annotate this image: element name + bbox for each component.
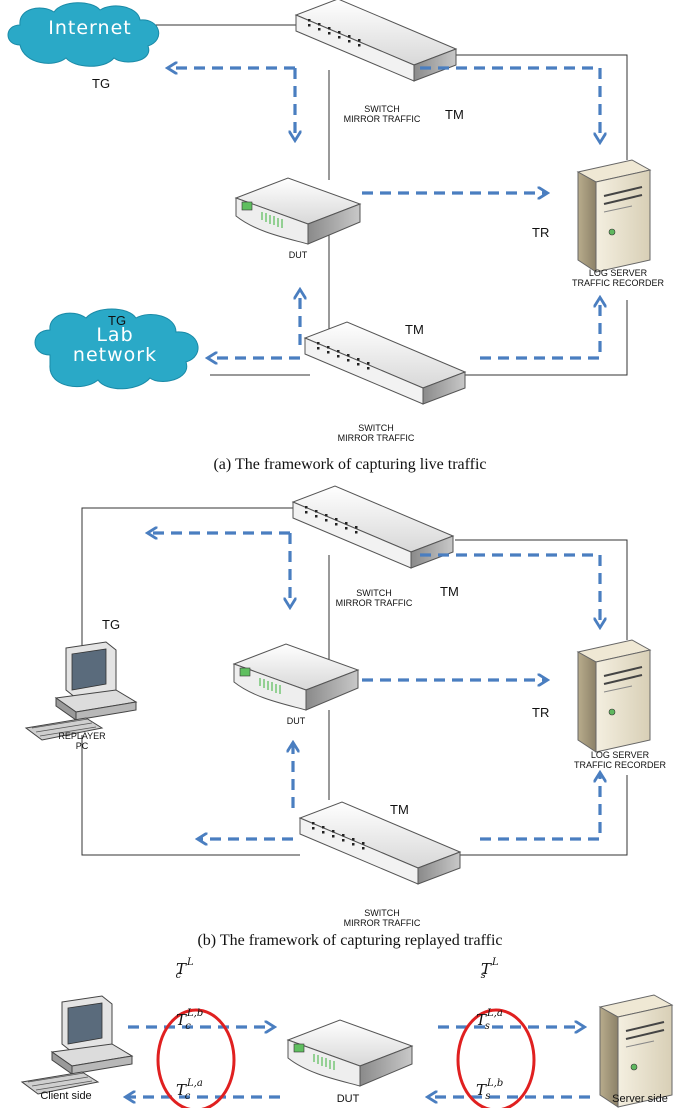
- server-line2: TRAFFIC RECORDER: [572, 278, 664, 288]
- caption-a: (a) The framework of capturing live traf…: [213, 456, 487, 473]
- client-timestamp-ellipse: [156, 1008, 236, 1108]
- ts-L-sub: s: [480, 970, 486, 981]
- panel-b-links: [81, 507, 628, 856]
- panel-b: [25, 485, 651, 885]
- tc-L-sub: c: [175, 970, 182, 981]
- panel-b-arrows: [150, 533, 600, 839]
- switch-bottom-label: SWITCH MIRROR TRAFFIC: [338, 423, 415, 443]
- switch-bottom-icon: [304, 321, 466, 405]
- tc-La-sub: c: [184, 1091, 191, 1102]
- tc-La-sup: L,a: [187, 1078, 203, 1089]
- switch-bottom-line2: MIRROR TRAFFIC: [337, 433, 415, 443]
- tc-Lb-base: T: [176, 1011, 187, 1029]
- server-label: LOG SERVER TRAFFIC RECORDER: [572, 268, 664, 288]
- caption-b: (b) The framework of capturing replayed …: [197, 932, 503, 949]
- server-b-line2: TRAFFIC RECORDER: [574, 760, 666, 770]
- server-side-label: Server side: [612, 1093, 668, 1105]
- switch-top-b-label: SWITCH MIRROR TRAFFIC: [336, 588, 413, 608]
- tm-label-bottom-b: TM: [390, 802, 409, 817]
- switch-top-b-line2: MIRROR TRAFFIC: [335, 598, 413, 608]
- ts-Lb-sub: s: [485, 1091, 491, 1102]
- lab-cloud-label-1: Lab: [96, 324, 134, 346]
- dut-router-icon: [235, 177, 361, 245]
- tc-Lb-label: TL,b c: [176, 1008, 203, 1032]
- tc-Lb-sub: c: [185, 1021, 191, 1032]
- switch-top-b-line1: SWITCH: [356, 588, 392, 598]
- tg-label-b: TG: [102, 617, 121, 632]
- replayer-line1: REPLAYER: [58, 731, 106, 741]
- ts-Lb-label: TL,b s: [476, 1078, 503, 1102]
- panel-c-arrows: [128, 1027, 590, 1097]
- tc-L-sup: L: [187, 957, 194, 968]
- tc-L-base: T: [176, 960, 187, 978]
- tc-L-label: TLc: [175, 957, 194, 981]
- ts-Lb-base: T: [476, 1081, 487, 1099]
- internet-cloud-icon: [7, 2, 160, 67]
- lab-cloud-label-2: network: [72, 344, 158, 366]
- server-timestamp-ellipse: [456, 1008, 536, 1108]
- tg-label-bottom: TG: [108, 313, 127, 328]
- dut-c-label: DUT: [336, 1093, 360, 1105]
- ts-L-base: T: [481, 960, 492, 978]
- panel-a-links: [150, 24, 628, 376]
- ts-La-sup: L,a: [487, 1008, 503, 1019]
- client-side-label: Client side: [40, 1090, 92, 1102]
- dut-label: DUT: [288, 250, 308, 260]
- switch-top-line2: MIRROR TRAFFIC: [343, 114, 421, 124]
- ts-La-label: TL,a s: [476, 1008, 503, 1032]
- switch-top-line1: SWITCH: [364, 104, 400, 114]
- tr-label-b: TR: [532, 705, 550, 720]
- log-server-b-icon: [577, 639, 651, 753]
- switch-top-icon: [295, 0, 457, 82]
- replayer-pc-icon: [25, 641, 137, 741]
- switch-bottom-b-line1: SWITCH: [364, 908, 400, 918]
- tc-La-label: TL,a c: [176, 1078, 203, 1102]
- server-b-line1: LOG SERVER: [590, 750, 650, 760]
- ts-La-base: T: [476, 1011, 487, 1029]
- replayer-pc-label: REPLAYER PC: [58, 731, 105, 751]
- switch-bottom-b-line2: MIRROR TRAFFIC: [343, 918, 421, 928]
- tm-label-top: TM: [445, 107, 464, 122]
- switch-top-label: SWITCH MIRROR TRAFFIC: [344, 104, 421, 124]
- switch-bottom-b-icon: [299, 801, 461, 885]
- ts-La-sub: s: [484, 1021, 490, 1032]
- panel-a-arrows: [170, 68, 600, 358]
- server-line1: LOG SERVER: [588, 268, 648, 278]
- dut-router-c-icon: [287, 1019, 413, 1087]
- tr-label: TR: [532, 225, 550, 240]
- ts-Lb-sup: L,b: [487, 1078, 504, 1089]
- client-pc-icon: [21, 995, 133, 1095]
- ts-L-label: TLs: [480, 957, 499, 981]
- tc-La-base: T: [176, 1081, 187, 1099]
- dut-b-label: DUT: [286, 716, 306, 726]
- internet-cloud-label: Internet: [48, 17, 132, 39]
- log-server-icon: [577, 159, 651, 273]
- server-b-label: LOG SERVER TRAFFIC RECORDER: [574, 750, 666, 770]
- dut-router-b-icon: [233, 643, 359, 711]
- switch-bottom-line1: SWITCH: [358, 423, 394, 433]
- panel-a: [7, 0, 651, 405]
- tm-label-top-b: TM: [440, 584, 459, 599]
- tg-label-top: TG: [92, 76, 111, 91]
- tm-label-bottom: TM: [405, 322, 424, 337]
- server-side-icon: [599, 994, 673, 1108]
- lab-network-cloud-icon: [34, 308, 199, 390]
- ts-L-sup: L: [492, 957, 499, 968]
- replayer-line2: PC: [75, 741, 89, 751]
- switch-bottom-b-label: SWITCH MIRROR TRAFFIC: [344, 908, 421, 928]
- panel-c: [21, 994, 673, 1108]
- tc-Lb-sup: L,b: [187, 1008, 204, 1019]
